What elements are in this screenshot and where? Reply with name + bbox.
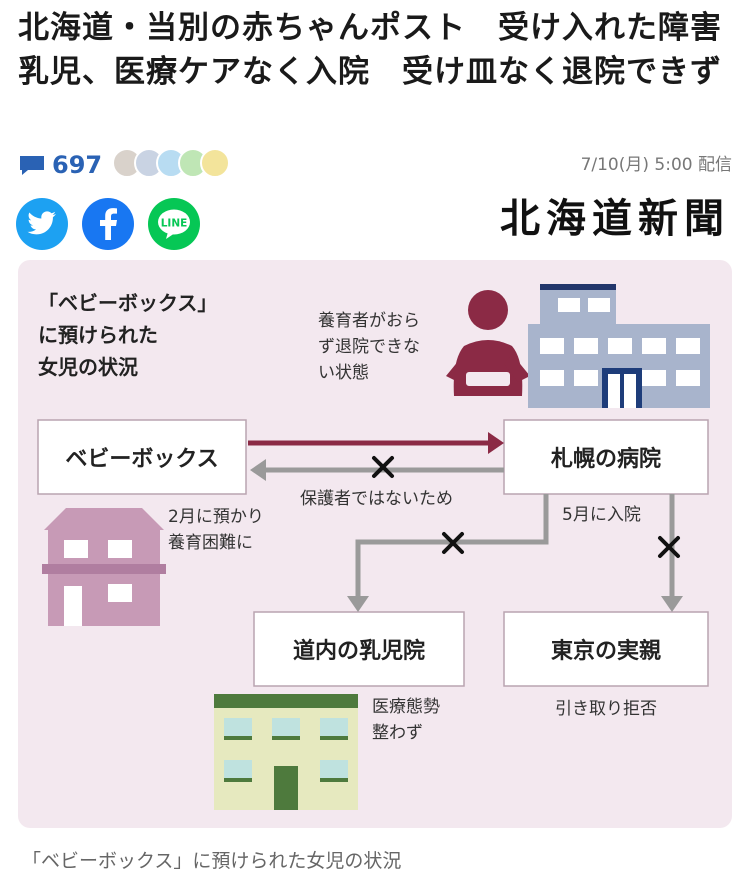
box-label: 札幌の病院 [550,446,661,472]
line-icon: LINE [158,209,190,239]
comment-icon [20,156,44,175]
box-hospital: 札幌の病院 [503,419,709,495]
smile-face-icon [200,148,230,178]
figure-heading-line: 「ベビーボックス」 [38,291,217,315]
twitter-bird-icon [27,211,56,235]
arrow-to-hospital [248,432,504,454]
label-entrusted-line: 養育困難に [168,533,253,553]
comment-count: 697 [52,151,103,179]
article-meta: 697 7/10(月) 5:00 配信 [18,148,732,182]
newspaper-logo: 北海道新聞 [500,195,730,242]
baby-icon [446,290,530,396]
arrow-to-orphanage [347,494,549,612]
box-label: 道内の乳児院 [293,638,425,664]
cross-mark-icon [658,536,680,558]
cross-mark-icon [372,456,394,478]
label-medical-line: 整わず [372,723,423,743]
comment-link[interactable]: 697 [18,151,102,179]
share-buttons: LINE [16,198,200,250]
article-title: 北海道・当別の赤ちゃんポスト 受け入れた障害乳児、医療ケアなく入院 受け皿なく退… [18,10,722,90]
baby-note-line: 養育者がおら [318,311,420,331]
box-label: ベビーボックス [65,447,218,472]
box-parents: 東京の実親 [503,611,709,687]
box-label: 東京の実親 [551,638,661,664]
label-entrusted-line: 2月に預かり [168,507,264,527]
figure-diagram: 「ベビーボックス」 に預けられた 女児の状況 養育者がおら ず退院できな い状態 [37,284,710,810]
baby-note-line: い状態 [318,363,369,383]
figure-caption: 「ベビーボックス」に預けられた女児の状況 [22,850,402,872]
arrow-back-to-box [250,459,504,481]
cross-mark-icon [442,532,464,554]
figure-heading-line: に預けられた [38,323,158,347]
line-share-button[interactable]: LINE [148,198,200,250]
label-medical-line: 医療態勢 [372,697,440,717]
article-figure[interactable]: 「ベビーボックス」 に預けられた 女児の状況 養育者がおら ず退院できな い状態 [18,260,732,828]
line-label: LINE [161,218,188,230]
label-admitted: 5月に入院 [562,505,641,525]
label-refused: 引き取り拒否 [555,699,657,719]
figure-heading-line: 女児の状況 [38,355,138,379]
facebook-f-icon [100,208,117,240]
facebook-share-button[interactable] [82,198,134,250]
twitter-share-button[interactable] [16,198,68,250]
box-baby-box: ベビーボックス [37,419,247,495]
publish-date: 7/10(月) 5:00 配信 [580,155,732,175]
baby-note-line: ず退院できな [318,337,420,357]
label-not-guardian: 保護者ではないため [300,489,453,509]
reaction-faces[interactable] [112,148,230,178]
orphanage-building-icon [214,694,358,810]
box-orphanage: 道内の乳児院 [253,611,465,687]
house-icon [42,508,166,626]
hospital-building-icon [528,284,710,408]
